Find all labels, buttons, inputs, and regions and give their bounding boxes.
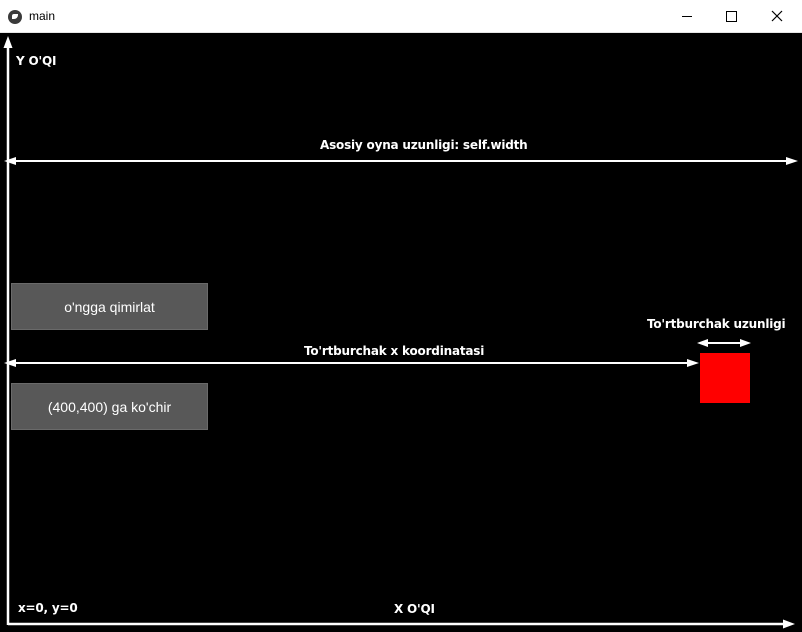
close-icon (771, 10, 783, 22)
x-axis-label: X O'QI (394, 602, 435, 616)
rect-width-label: To'rtburchak uzunligi (647, 317, 786, 331)
rect-x-coordinate-label: To'rtburchak x koordinatasi (304, 344, 485, 358)
maximize-button[interactable] (709, 0, 755, 33)
rect-width-arrow (697, 339, 751, 347)
minimize-button[interactable] (664, 0, 710, 33)
kivy-app-icon (8, 10, 22, 24)
minimize-icon (682, 16, 692, 17)
y-axis-label: Y O'QI (16, 54, 57, 68)
move-to-400-button[interactable]: (400,400) ga ko'chir (11, 383, 208, 430)
drawing-canvas: Y O'QI Asosiy oyna uzunligi: self.width … (0, 33, 802, 632)
axes-and-arrows (3, 36, 798, 629)
window-width-arrow (4, 157, 798, 165)
close-button[interactable] (754, 0, 800, 33)
title-bar[interactable]: main (0, 0, 802, 33)
maximize-icon (726, 11, 737, 22)
window-title: main (29, 9, 56, 23)
move-right-button[interactable]: o'ngga qimirlat (11, 283, 208, 330)
rect-x-coordinate-arrow (4, 359, 699, 367)
y-axis (3, 36, 13, 625)
red-rectangle (700, 353, 750, 403)
window-width-label: Asosiy oyna uzunligi: self.width (320, 138, 528, 152)
x-axis (8, 619, 795, 629)
origin-label: x=0, y=0 (18, 601, 78, 615)
